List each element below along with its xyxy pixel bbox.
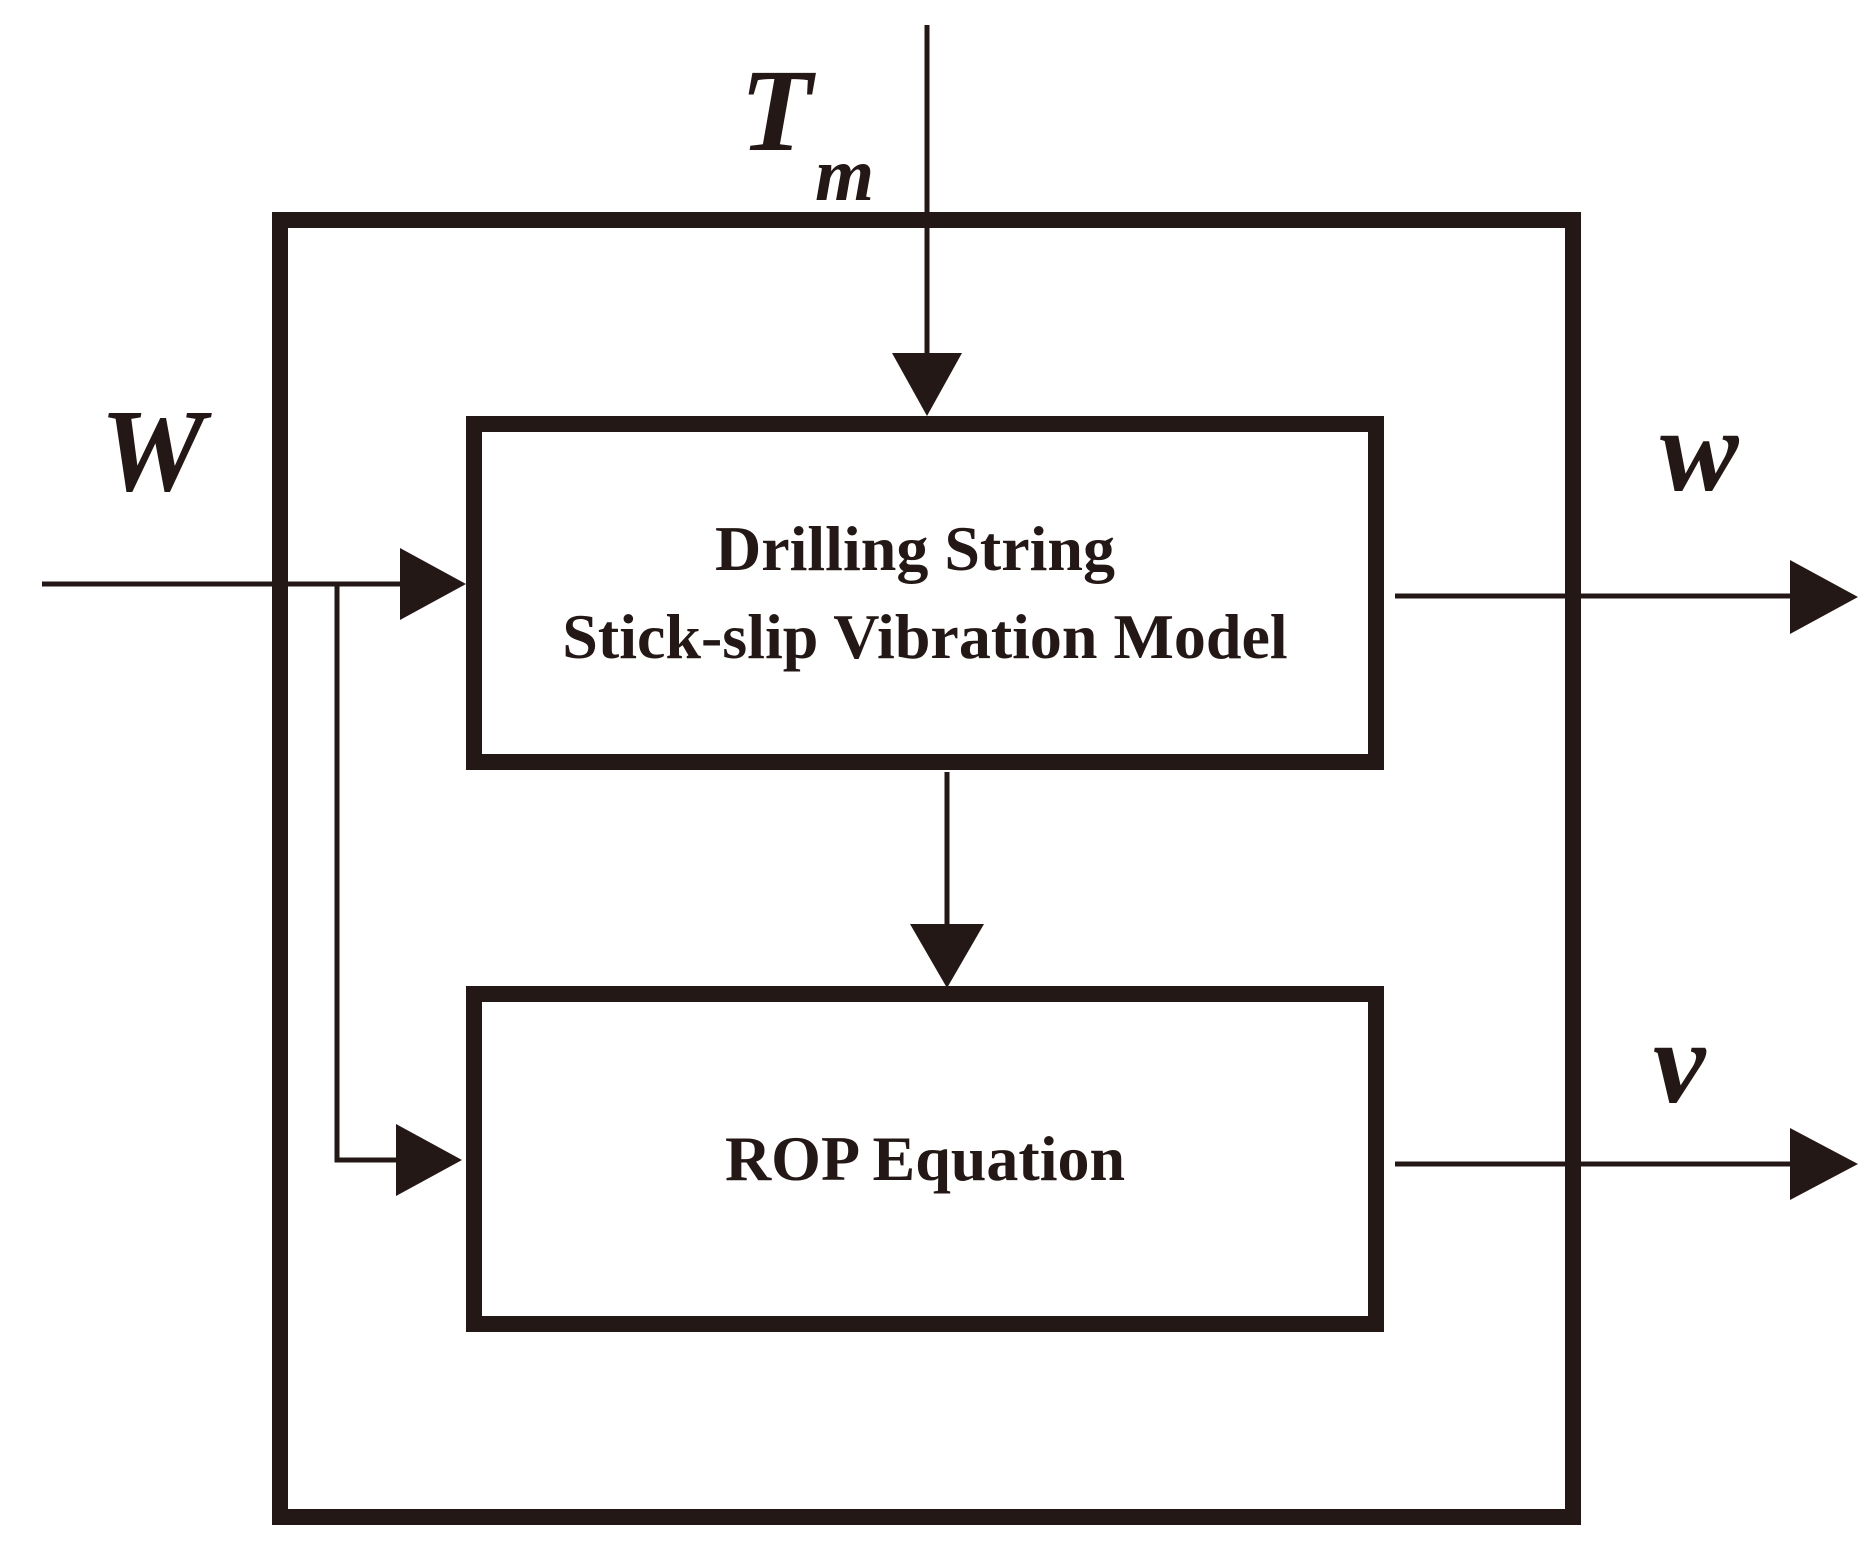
rop-equation-label: ROP Equation [725, 1123, 1125, 1194]
torque-symbol: T [740, 45, 816, 176]
weight-input-arrowhead-model [400, 548, 466, 620]
stick-slip-model-label-line2: Stick-slip Vibration Model [562, 601, 1287, 672]
angular-speed-output-arrowhead [1790, 560, 1858, 634]
weight-branch-line [334, 584, 402, 1163]
rop-equation-block [466, 986, 1384, 1332]
model-to-rop-arrowhead [910, 924, 984, 988]
torque-subscript-label: m [815, 133, 874, 217]
stick-slip-model-block [466, 416, 1384, 770]
torque-input-arrowhead [892, 353, 962, 416]
rop-output-label: v [1653, 997, 1707, 1128]
weight-input-arrowhead-rop [396, 1124, 462, 1196]
stick-slip-model-label-line1: Drilling String [715, 513, 1115, 584]
rop-output-arrowhead [1790, 1128, 1858, 1200]
torque-input-label: T [740, 45, 816, 176]
weight-input-label: W [100, 385, 212, 516]
angular-speed-output-label: w [1660, 385, 1740, 516]
